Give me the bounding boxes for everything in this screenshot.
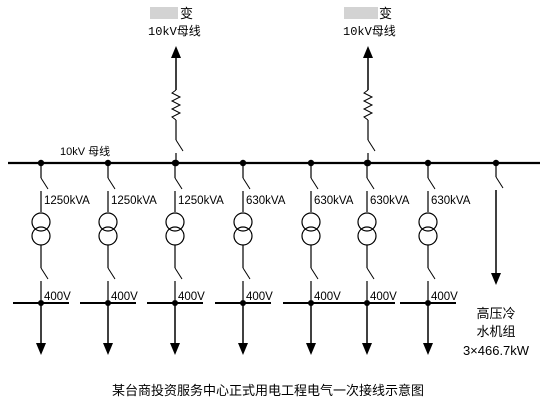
transformer-winding-primary	[418, 212, 438, 232]
hv-switch-blade	[107, 177, 116, 190]
transformer-capacity: 1250kVA	[44, 195, 90, 207]
transformer-winding-secondary	[418, 226, 438, 246]
transformer-winding-secondary	[165, 226, 185, 246]
transformer-branch: 630kVA 400V	[283, 159, 354, 355]
redacted-source-name	[344, 7, 378, 19]
chiller-feeder: 高压冷 水机组 3×466.7kW	[463, 159, 530, 358]
chiller-label-line1: 高压冷	[476, 306, 515, 321]
lv-switch-blade	[107, 267, 116, 280]
hv-switch-blade	[242, 177, 251, 190]
transformer-winding-secondary	[31, 226, 51, 246]
transformer-branch: 1250kVA 400V	[80, 159, 157, 355]
chiller-down-arrow	[491, 273, 501, 285]
transformer-winding-secondary	[357, 226, 377, 246]
top-feeder-1: 变 10kV母线	[148, 6, 201, 163]
lv-voltage-label: 400V	[178, 291, 205, 303]
feeder-resistor	[363, 89, 373, 121]
outgoing-down-arrow	[103, 343, 113, 355]
feeder-bus-label: 10kV母线	[148, 24, 201, 39]
transformer-capacity: 630kVA	[431, 195, 471, 207]
transformer-branch: 1250kVA 400V	[147, 159, 224, 355]
transformer-winding-primary	[98, 212, 118, 232]
feeder-resistor	[171, 89, 181, 121]
transformer-winding-primary	[165, 212, 185, 232]
hv-switch-blade	[310, 177, 319, 190]
transformer-winding-primary	[31, 212, 51, 232]
outgoing-down-arrow	[170, 343, 180, 355]
diagram-caption: 某台商投资服务中心正式用电工程电气一次接线示意图	[112, 383, 424, 398]
outgoing-down-arrow	[238, 343, 248, 355]
redacted-source-name	[150, 7, 178, 19]
hv-switch-blade	[427, 177, 436, 190]
outgoing-down-arrow	[423, 343, 433, 355]
feeder-bus-label: 10kV母线	[343, 24, 396, 39]
lv-switch-blade	[174, 267, 183, 280]
chiller-label-line2: 水机组	[476, 324, 515, 339]
hv-busbar: 10kV 母线	[8, 144, 540, 167]
lv-switch-blade	[242, 267, 251, 280]
lv-switch-blade	[40, 267, 49, 280]
outgoing-down-arrow	[36, 343, 46, 355]
transformer-branch: 1250kVA 400V	[13, 159, 90, 355]
transformer-capacity: 630kVA	[370, 195, 410, 207]
lv-switch-blade	[366, 267, 375, 280]
transformer-winding-secondary	[233, 226, 253, 246]
transformer-branch: 630kVA 400V	[400, 159, 471, 355]
transformer-winding-primary	[233, 212, 253, 232]
lv-switch-blade	[427, 267, 436, 280]
lv-voltage-label: 400V	[314, 291, 341, 303]
chiller-label-line3: 3×466.7kW	[463, 343, 530, 358]
top-feeder-2: 变 10kV母线	[343, 6, 396, 163]
lv-voltage-label: 400V	[431, 291, 458, 303]
feeder-source-suffix: 变	[379, 6, 392, 21]
transformer-branch: 630kVA 400V	[339, 159, 410, 355]
transformer-branches: 1250kVA 400V 1250kVA 400V 1250kVA 400V 630kVA 4…	[13, 159, 471, 355]
outgoing-down-arrow	[362, 343, 372, 355]
busbar-label: 10kV 母线	[60, 144, 110, 158]
lv-voltage-label: 400V	[246, 291, 273, 303]
outgoing-down-arrow	[306, 343, 316, 355]
lv-voltage-label: 400V	[111, 291, 138, 303]
transformer-winding-secondary	[98, 226, 118, 246]
lv-voltage-label: 400V	[370, 291, 397, 303]
transformer-winding-primary	[357, 212, 377, 232]
lv-voltage-label: 400V	[44, 291, 71, 303]
transformer-capacity: 630kVA	[314, 195, 354, 207]
chiller-switch-blade	[495, 176, 504, 189]
transformer-capacity: 1250kVA	[111, 195, 157, 207]
lv-switch-blade	[310, 267, 319, 280]
transformer-branch: 630kVA 400V	[215, 159, 286, 355]
hv-switch-blade	[174, 177, 183, 190]
transformer-winding-secondary	[301, 226, 321, 246]
feeder-switch-blade	[175, 139, 184, 152]
hv-switch-blade	[366, 177, 375, 190]
feeder-source-suffix: 变	[180, 6, 193, 21]
hv-switch-blade	[40, 177, 49, 190]
transformer-winding-primary	[301, 212, 321, 232]
transformer-capacity: 1250kVA	[178, 195, 224, 207]
feeder-switch-blade	[367, 139, 376, 152]
transformer-capacity: 630kVA	[246, 195, 286, 207]
